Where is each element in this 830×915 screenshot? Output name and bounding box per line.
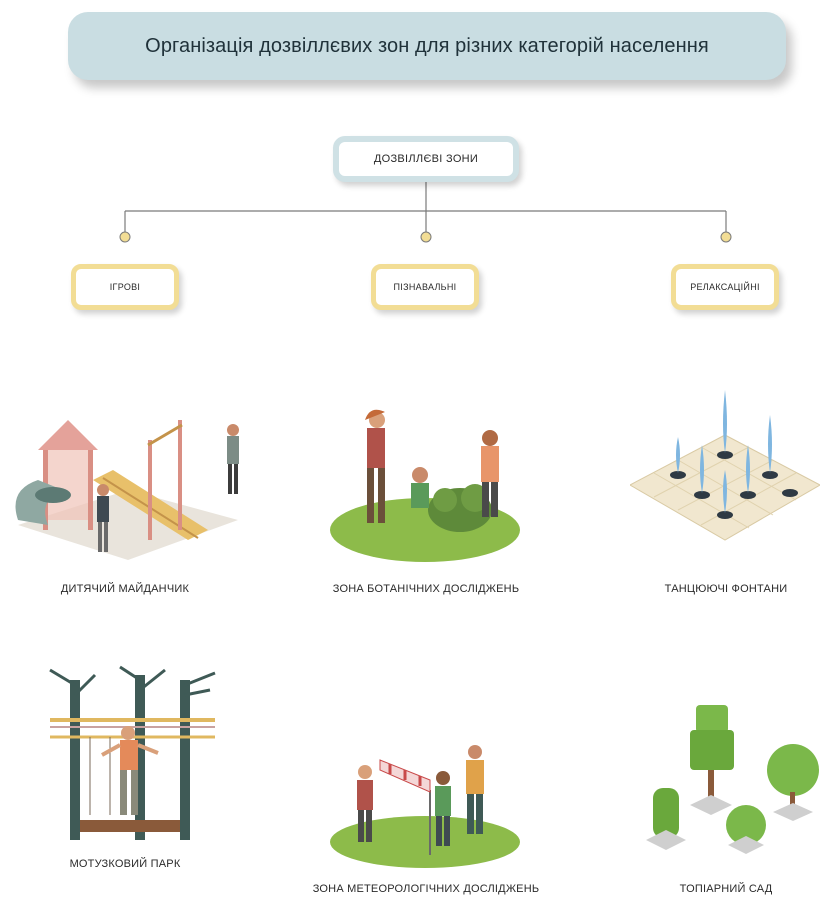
topiary-garden-illustration: [646, 705, 819, 854]
category-node-games: ІГРОВІ: [71, 264, 179, 310]
category-node-relaxation: РЕЛАКСАЦІЙНІ: [671, 264, 779, 310]
category-label-games: ІГРОВІ: [109, 282, 141, 292]
dancing-fountains-illustration: [630, 390, 820, 541]
title-banner: Організація дозвіллєвих зон для різних к…: [68, 12, 786, 80]
playground-illustration: [15, 420, 239, 560]
category-label-educational: ПІЗНАВАЛЬНІ: [393, 282, 457, 292]
zone-caption-meteorological: ЗОНА МЕТЕОРОЛОГІЧНИХ ДОСЛІДЖЕНЬ: [312, 883, 540, 895]
node-dot-right: [720, 231, 732, 243]
tree-connectors: [119, 182, 732, 243]
zone-caption-botanical: ЗОНА БОТАНІЧНИХ ДОСЛІДЖЕНЬ: [332, 583, 520, 595]
meteorological-research-illustration: [330, 745, 520, 868]
category-node-educational: ПІЗНАВАЛЬНІ: [371, 264, 479, 310]
page-title: Організація дозвіллєвих зон для різних к…: [145, 34, 709, 57]
botanical-research-illustration: [330, 409, 520, 562]
node-dot-middle: [420, 231, 432, 243]
node-dot-left: [119, 231, 131, 243]
zone-caption-topiary: ТОПІАРНИЙ САД: [679, 883, 773, 895]
root-node-label: ДОЗВІЛЛЄВІ ЗОНИ: [373, 153, 479, 165]
root-node: ДОЗВІЛЛЄВІ ЗОНИ: [333, 136, 519, 182]
zone-caption-rope-park: МОТУЗКОВИЙ ПАРК: [69, 858, 181, 870]
rope-park-illustration: [49, 665, 216, 840]
category-label-relaxation: РЕЛАКСАЦІЙНІ: [690, 282, 760, 292]
zone-caption-fountains: ТАНЦЮЮЧІ ФОНТАНИ: [664, 583, 788, 595]
zone-caption-playground: ДИТЯЧИЙ МАЙДАНЧИК: [60, 583, 190, 595]
